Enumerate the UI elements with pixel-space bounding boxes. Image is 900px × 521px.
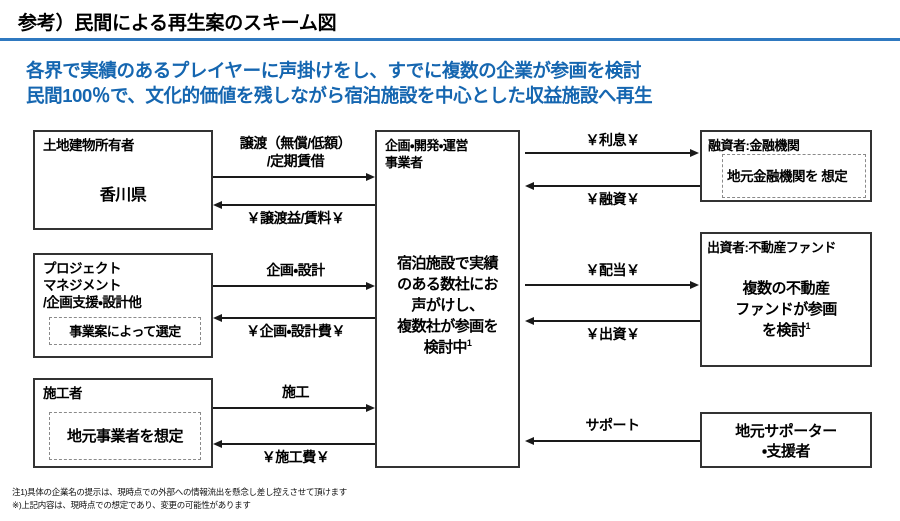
box-lender-bank-note: 地元金融機関を 想定	[722, 154, 866, 198]
subtitle-line-1: 各界で実績のあるプレイヤーに声掛けをし、すでに複数の企業が参画を検討	[26, 60, 642, 81]
box-investor-fund-body-superscript: 1	[805, 321, 811, 331]
arrow-line-construction-fee	[222, 443, 375, 445]
box-contractor-heading: 施工者	[43, 386, 83, 401]
arrow-line-planning-design	[213, 285, 368, 287]
box-lender-bank[interactable]: 融資者:金融機関 地元金融機関を 想定	[700, 130, 872, 202]
box-developer-operator-body-text: 宿泊施設で実績 のある数社にお 声がけし、 複数社が参画を 検討中	[397, 255, 498, 356]
arrow-label-transfer: 譲渡（無償/低額） /定期賃借	[239, 135, 352, 169]
page-title: 参考）民間による再生案のスキーム図	[18, 13, 337, 34]
box-investor-fund[interactable]: 出資者:不動産ファンド 複数の不動産 ファンドが参画 を検討1	[700, 232, 872, 367]
box-investor-fund-body: 複数の不動産 ファンドが参画 を検討1	[702, 278, 870, 341]
box-project-management-note: 事業案によって選定	[49, 317, 201, 345]
title-divider	[0, 38, 900, 41]
arrow-head-planning-design	[366, 281, 375, 290]
box-local-supporter[interactable]: 地元サポーター ・支援者	[700, 412, 872, 468]
arrow-head-investment	[525, 316, 534, 325]
subtitle-block: 各界で実績のあるプレイヤーに声掛けをし、すでに複数の企業が参画を検討 民間100…	[26, 58, 886, 108]
box-project-management-heading: プロジェクト マネジメント /企画支援・設計他	[43, 261, 142, 310]
box-land-owner-body: 香川県	[99, 187, 147, 204]
box-land-owner[interactable]: 土地建物所有者 香川県	[33, 130, 213, 230]
arrow-line-support	[534, 440, 700, 442]
arrow-line-dividend	[525, 284, 691, 286]
arrow-line-transfer	[213, 176, 368, 178]
arrow-head-construction	[366, 403, 375, 412]
arrow-head-interest	[690, 148, 699, 157]
arrow-line-investment	[534, 320, 700, 322]
arrow-head-transfer-gain	[213, 200, 222, 209]
arrow-label-investment: ￥出資￥	[585, 326, 641, 342]
arrow-label-dividend: ￥配当￥	[585, 262, 641, 278]
arrow-line-planning-design-fee	[222, 317, 375, 319]
box-investor-fund-body-text: 複数の不動産 ファンドが参画 を検討	[735, 280, 837, 339]
box-developer-operator-body-superscript: 1	[466, 338, 472, 348]
footnote-line-1: 注1)具体の企業名の提示は、現時点での外部への情報流出を懸念し差し控えさせて頂け…	[12, 487, 347, 497]
arrow-head-transfer	[366, 172, 375, 181]
box-lender-bank-heading: 融資者:金融機関	[708, 138, 800, 153]
arrow-label-construction-fee: ￥施工費￥	[261, 449, 330, 465]
arrow-head-support	[525, 436, 534, 445]
subtitle-line-2: 民間100％で、文化的価値を残しながら宿泊施設を中心とした収益施設へ再生	[26, 85, 653, 106]
arrow-head-dividend	[690, 280, 699, 289]
arrow-label-support: サポート	[585, 417, 641, 433]
arrow-line-loan	[534, 185, 700, 187]
box-project-management[interactable]: プロジェクト マネジメント /企画支援・設計他 事業案によって選定	[33, 253, 213, 358]
arrow-label-planning-design: 企画・設計	[266, 262, 325, 278]
arrow-label-transfer-gain: ￥譲渡益/賃料￥	[246, 210, 345, 226]
arrow-line-transfer-gain	[222, 204, 375, 206]
footnotes: 注1)具体の企業名の提示は、現時点での外部への情報流出を懸念し差し控えさせて頂け…	[12, 486, 347, 512]
box-local-supporter-body: 地元サポーター ・支援者	[735, 423, 837, 460]
arrow-line-construction	[213, 407, 368, 409]
box-developer-operator-heading: 企画・開発・運営 事業者	[385, 138, 468, 170]
box-land-owner-heading: 土地建物所有者	[43, 138, 135, 153]
arrow-label-planning-design-fee: ￥企画・設計費￥	[246, 323, 345, 339]
arrow-label-interest: ￥利息￥	[585, 132, 641, 148]
box-investor-fund-heading: 出資者:不動産ファンド	[707, 240, 836, 255]
box-contractor[interactable]: 施工者 地元事業者を想定	[33, 378, 213, 468]
box-developer-operator-body: 宿泊施設で実績 のある数社にお 声がけし、 複数社が参画を 検討中1	[375, 232, 520, 358]
arrow-head-planning-design-fee	[213, 313, 222, 322]
box-developer-operator[interactable]: 企画・開発・運営 事業者	[375, 130, 520, 468]
arrow-label-loan: ￥融資￥	[585, 191, 641, 207]
arrow-line-interest	[525, 152, 691, 154]
arrow-head-construction-fee	[213, 439, 222, 448]
arrow-label-construction: 施工	[282, 384, 310, 400]
arrow-head-loan	[525, 181, 534, 190]
box-contractor-note: 地元事業者を想定	[49, 412, 201, 460]
footnote-line-2: ※)上記内容は、現時点での想定であり、変更の可能性があります	[12, 500, 251, 510]
